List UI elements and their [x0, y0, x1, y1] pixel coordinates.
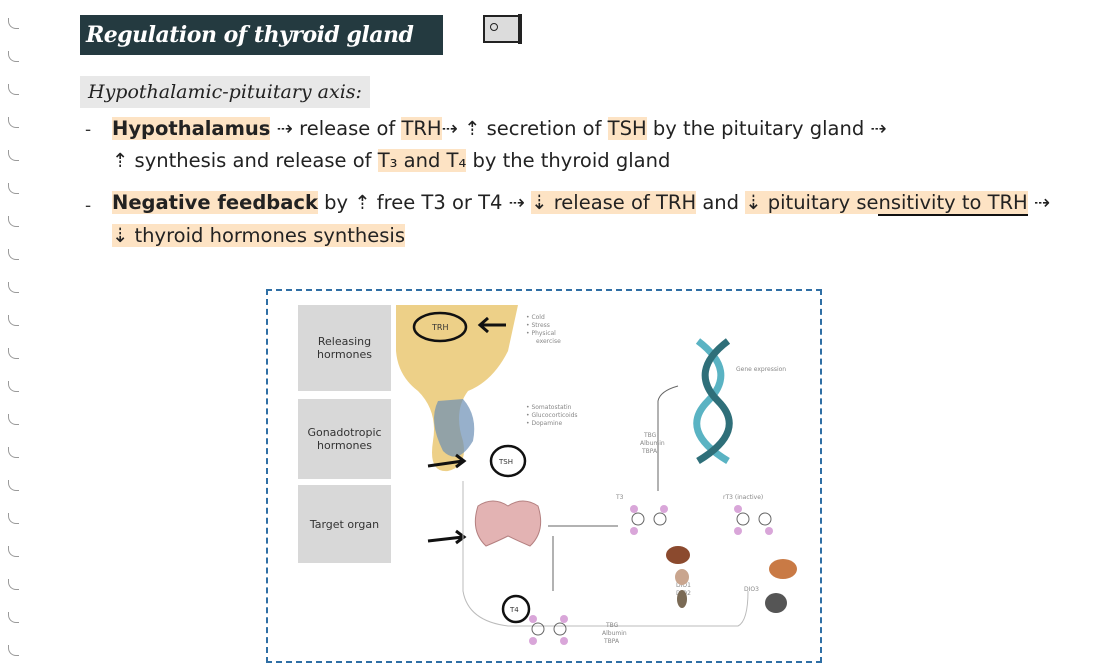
- bullet1-line2: ⇡ synthesis and release of T₃ and T₄ by …: [112, 149, 671, 172]
- section-heading: Hypothalamic-pituitary axis:: [80, 76, 370, 108]
- margin-mark: [8, 51, 19, 62]
- feedback-line: [462, 481, 749, 627]
- bullet-dash: -: [85, 196, 92, 216]
- rt3-molecule: [734, 505, 773, 535]
- t4-circle: [501, 594, 531, 624]
- t4-label: T4: [509, 606, 519, 614]
- stimulus-stress: • Stress: [526, 322, 550, 329]
- hpt-diagram: TRH • Cold • Stress • Physical exercise …: [396, 305, 797, 645]
- screen-record-icon[interactable]: [483, 14, 522, 44]
- margin-mark: [8, 117, 19, 128]
- deiodinase-dio3: DIO3: [744, 586, 759, 593]
- brain-organ: [769, 559, 797, 579]
- margin-mark: [8, 480, 19, 491]
- margin-mark: [8, 447, 19, 458]
- margin-mark: [8, 18, 19, 29]
- margin-mark: [8, 282, 19, 293]
- kidney-organ: [675, 569, 689, 585]
- deiodinase-dio1: DIO1: [676, 582, 691, 589]
- t4-molecule: [529, 615, 568, 645]
- margin-mark: [8, 612, 19, 623]
- arrow-trh: [477, 316, 506, 334]
- hypothalamus-shape: [396, 305, 518, 472]
- trh-label: TRH: [431, 323, 448, 332]
- margin-mark: [8, 249, 19, 260]
- page-margin-marks: [0, 0, 30, 665]
- inhibitor-dopamine: • Dopamine: [526, 420, 563, 427]
- margin-mark: [8, 414, 19, 425]
- carrier-albumin: Albumin: [640, 440, 665, 447]
- margin-mark: [8, 513, 19, 524]
- dna-strand-a: [693, 338, 730, 465]
- carrier-tbg-2: TBG: [605, 622, 619, 629]
- tsh-label: TSH: [498, 458, 513, 466]
- liver-organ: [666, 546, 690, 564]
- stimulus-exercise: exercise: [536, 338, 561, 345]
- panel-releasing-hormones: Releasing hormones: [298, 305, 391, 391]
- panel-target-organ: Target organ: [298, 485, 391, 563]
- margin-mark: [8, 645, 19, 656]
- margin-mark: [8, 150, 19, 161]
- page-title: Regulation of thyroid gland function:: [80, 15, 443, 88]
- margin-mark: [8, 216, 19, 227]
- arrow-tsh: [427, 453, 467, 469]
- gene-expression-label: Gene expression: [736, 366, 786, 373]
- margin-mark: [8, 381, 19, 392]
- inhibitor-somatostatin: • Somatostatin: [526, 404, 572, 411]
- margin-mark: [8, 546, 19, 557]
- tsh-circle: [489, 444, 527, 478]
- pituitary-vessels: [434, 399, 475, 457]
- dna-strand-b: [696, 338, 733, 465]
- margin-mark: [8, 183, 19, 194]
- margin-mark: [8, 579, 19, 590]
- margin-mark: [8, 348, 19, 359]
- arrow-thyroid: [427, 529, 467, 545]
- panel-gonadotropic-hormones: Gonadotropic hormones: [298, 399, 391, 479]
- margin-mark: [8, 84, 19, 95]
- t3-nucleus-flow: [657, 385, 679, 491]
- margin-mark: [8, 315, 19, 326]
- muscle-organ: [677, 590, 687, 608]
- inhibitor-glucocorticoids: • Glucocorticoids: [526, 412, 578, 419]
- placenta-organ: [765, 593, 787, 613]
- bullet1-line1: Hypothalamus ⇢ release of TRH⇢ ⇡ secreti…: [112, 117, 887, 140]
- bullet2-line1: Negative feedback by ⇡ free T3 or T4 ⇢ ⇣…: [112, 191, 1051, 216]
- stimulus-physical: • Physical: [526, 330, 556, 337]
- thyroid-gland: [474, 500, 542, 547]
- stimulus-cold: • Cold: [526, 314, 545, 321]
- rt3-label: rT3 (inactive): [723, 494, 763, 501]
- carrier-tbpa: TBPA: [641, 448, 658, 455]
- t3-molecule: [630, 505, 668, 535]
- carrier-tbpa-2: TBPA: [603, 638, 620, 645]
- t3-label: T3: [615, 494, 624, 501]
- bullet-dash: -: [85, 120, 92, 140]
- bullet2-line2: ⇣ thyroid hormones synthesis: [112, 224, 405, 247]
- carrier-tbg: TBG: [643, 432, 657, 439]
- trh-circle: [412, 311, 468, 343]
- hpt-axis-figure: Releasing hormones Gonadotropic hormones…: [266, 289, 822, 663]
- carrier-albumin-2: Albumin: [602, 630, 627, 637]
